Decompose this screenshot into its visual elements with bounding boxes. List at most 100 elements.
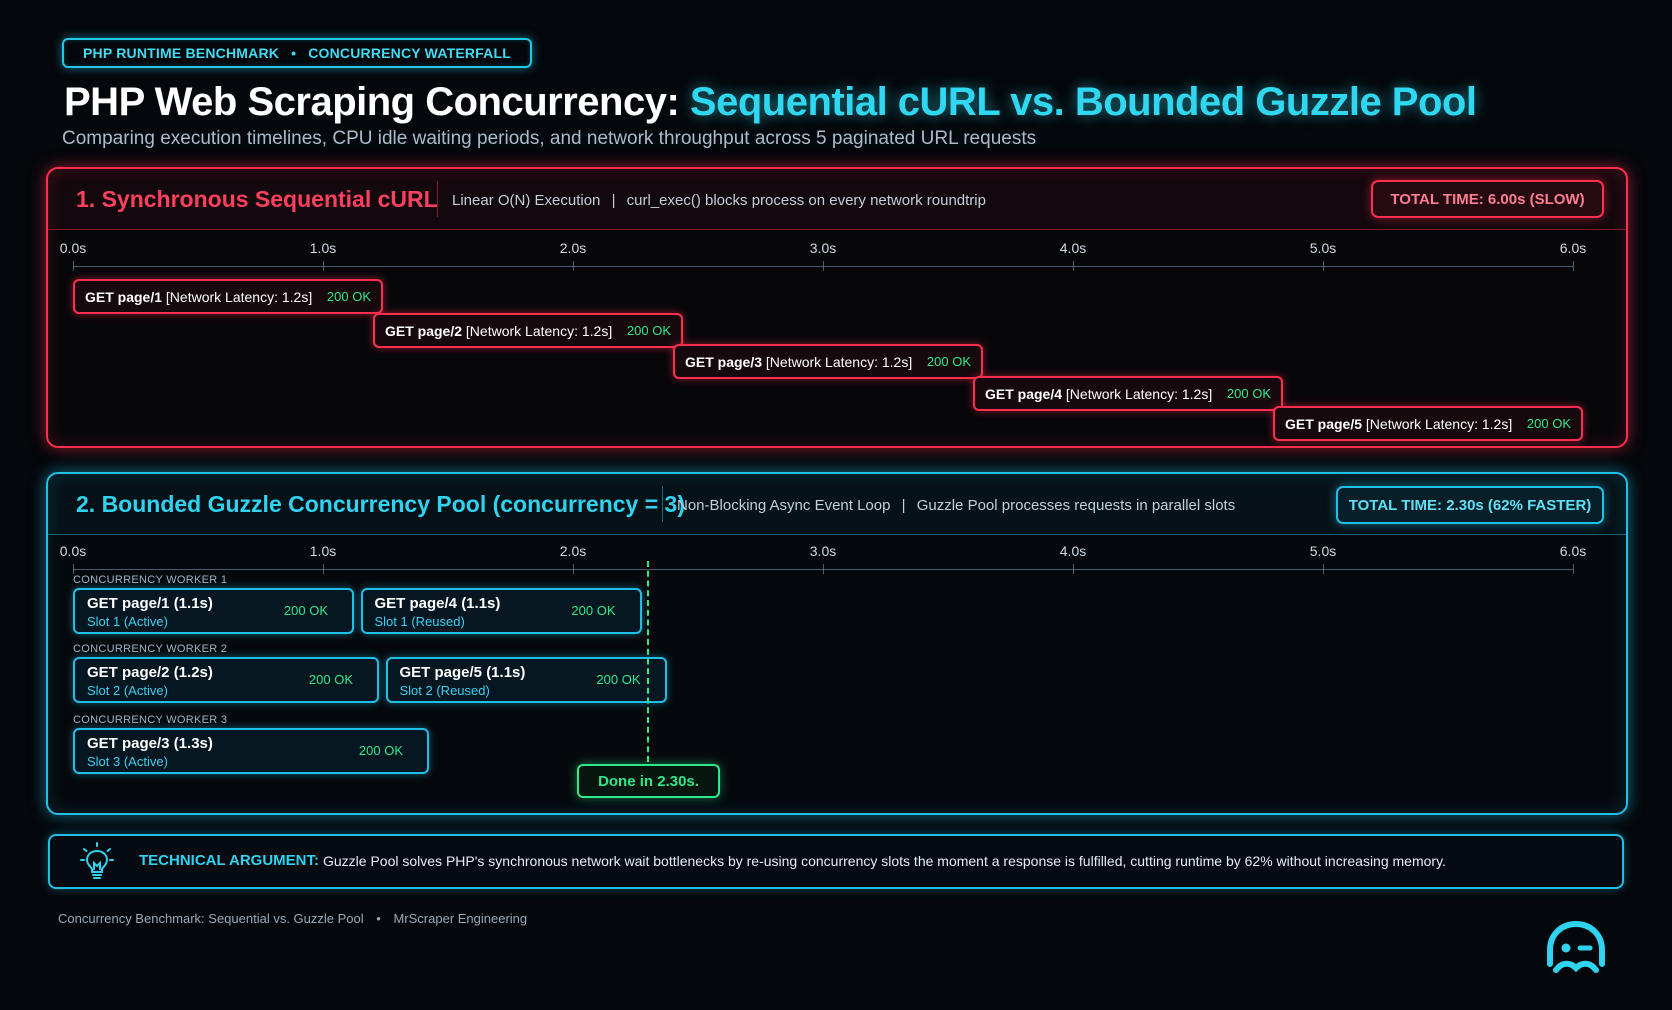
- pool-task-status: 200 OK: [358, 743, 403, 758]
- footer-right: MrScraper Engineering: [393, 911, 528, 926]
- pool-task-slot: Slot 1 (Active): [87, 614, 168, 629]
- pool-task-slot: Slot 1 (Reused): [374, 614, 465, 629]
- pool-task-status: 200 OK: [571, 603, 616, 618]
- pool-x-tick: [1073, 564, 1074, 574]
- pool-x-tick-label: 5.0s: [1309, 543, 1337, 559]
- sequential-task-bar: GET page/4 [Network Latency: 1.2s] 200 OK: [973, 376, 1283, 411]
- pool-worker-label: CONCURRENCY WORKER 3: [73, 714, 228, 726]
- sequential-task-status: 200 OK: [926, 354, 971, 369]
- pool-task-bar: GET page/4 (1.1s) Slot 1 (Reused) 200 OK: [360, 588, 642, 634]
- pool-task-status: 200 OK: [308, 672, 353, 687]
- pool-x-tick: [323, 564, 324, 574]
- sequential-task-label: GET page/3 [Network Latency: 1.2s]: [685, 354, 912, 370]
- sequential-x-tick: [1323, 261, 1324, 271]
- pool-x-tick-label: 6.0s: [1559, 543, 1587, 559]
- sequential-x-tick-label: 0.0s: [59, 240, 87, 256]
- sequential-task-status: 200 OK: [626, 323, 671, 338]
- sequential-x-tick: [1573, 261, 1574, 271]
- technical-argument-text: Guzzle Pool solves PHP's synchronous net…: [323, 853, 1446, 869]
- pool-task-slot: Slot 2 (Reused): [399, 683, 490, 698]
- sequential-task-label: GET page/1 [Network Latency: 1.2s]: [85, 289, 312, 305]
- header-tag-separator: •: [291, 45, 297, 61]
- header-tag: PHP RUNTIME BENCHMARK • CONCURRENCY WATE…: [62, 38, 532, 68]
- pool-task-slot: Slot 3 (Active): [87, 754, 168, 769]
- pool-task-slot: Slot 2 (Active): [87, 683, 168, 698]
- sequential-task-request: GET page/2: [385, 322, 463, 339]
- pool-task-label: GET page/4 (1.1s): [374, 595, 501, 612]
- sequential-x-tick-label: 1.0s: [309, 240, 337, 256]
- pool-task-bar: GET page/5 (1.1s) Slot 2 (Reused) 200 OK: [385, 657, 667, 703]
- pool-x-tick-label: 4.0s: [1059, 543, 1087, 559]
- pool-x-tick-label: 0.0s: [59, 543, 87, 559]
- sequential-task-bar: GET page/2 [Network Latency: 1.2s] 200 OK: [373, 313, 683, 348]
- pool-task-bar: GET page/2 (1.2s) Slot 2 (Active) 200 OK: [73, 657, 379, 703]
- pool-total-badge: TOTAL TIME: 2.30s (62% FASTER): [1336, 486, 1604, 524]
- sequential-desc-1: Linear O(N) Execution: [452, 192, 601, 209]
- pool-task-label: GET page/3 (1.3s): [87, 735, 213, 752]
- page-title-accent: Sequential cURL vs. Bounded Guzzle Pool: [689, 80, 1477, 124]
- sequential-x-tick-label: 3.0s: [809, 240, 837, 256]
- pool-worker-label: CONCURRENCY WORKER 2: [73, 643, 228, 655]
- pool-x-tick-label: 2.0s: [559, 543, 587, 559]
- pool-x-tick: [1573, 564, 1574, 574]
- pool-desc-1: Non-Blocking Async Event Loop: [677, 497, 891, 514]
- header-tag-left: PHP RUNTIME BENCHMARK: [83, 45, 280, 61]
- pool-x-tick: [73, 564, 74, 574]
- pool-task-bar: GET page/1 (1.1s) Slot 1 (Active) 200 OK: [73, 588, 354, 634]
- pool-task-status: 200 OK: [283, 603, 328, 618]
- technical-argument-box: [48, 834, 1624, 889]
- sequential-title: 1. Synchronous Sequential cURL: [76, 186, 438, 212]
- page-subtitle: Comparing execution timelines, CPU idle …: [62, 128, 1037, 149]
- sequential-x-tick-label: 6.0s: [1559, 240, 1587, 256]
- sequential-task-detail: [Network Latency: 1.2s]: [1362, 415, 1513, 432]
- pool-task-label: GET page/1 (1.1s): [87, 595, 213, 612]
- pool-x-tick-label: 1.0s: [309, 543, 337, 559]
- sequential-description: Linear O(N) Execution | curl_exec() bloc…: [452, 192, 986, 209]
- footer-left: Concurrency Benchmark: Sequential vs. Gu…: [58, 911, 364, 926]
- sequential-total-badge: TOTAL TIME: 6.00s (SLOW): [1371, 180, 1604, 218]
- lightbulb-icon: [80, 841, 114, 883]
- completion-marker-line: [647, 561, 649, 762]
- sequential-desc-sep: |: [611, 192, 616, 209]
- sequential-x-tick: [1073, 261, 1074, 271]
- sequential-task-request: GET page/3: [685, 353, 763, 370]
- sequential-task-label: GET page/4 [Network Latency: 1.2s]: [985, 386, 1212, 402]
- sequential-x-tick: [573, 261, 574, 271]
- completion-marker-label: Done in 2.30s.: [577, 764, 720, 798]
- page-title: PHP Web Scraping Concurrency: Sequential…: [64, 80, 1477, 125]
- pool-task-label: GET page/5 (1.1s): [399, 664, 526, 681]
- pool-panel-header: [48, 474, 1626, 535]
- sequential-x-tick: [73, 261, 74, 271]
- pool-x-tick: [1323, 564, 1324, 574]
- header-tag-right: CONCURRENCY WATERFALL: [308, 45, 511, 61]
- sequential-task-label: GET page/2 [Network Latency: 1.2s]: [385, 323, 612, 339]
- footer-separator: •: [376, 911, 381, 926]
- sequential-task-detail: [Network Latency: 1.2s]: [1062, 385, 1213, 402]
- sequential-task-status: 200 OK: [326, 289, 371, 304]
- pool-desc-2: Guzzle Pool processes requests in parall…: [916, 497, 1236, 514]
- pool-task-bar: GET page/3 (1.3s) Slot 3 (Active) 200 OK: [73, 728, 429, 774]
- technical-argument-label: TECHNICAL ARGUMENT:: [139, 852, 319, 869]
- pool-task-label: GET page/2 (1.2s): [87, 664, 213, 681]
- sequential-x-tick-label: 4.0s: [1059, 240, 1087, 256]
- sequential-task-request: GET page/1: [85, 288, 163, 305]
- sequential-x-tick-label: 5.0s: [1309, 240, 1337, 256]
- pool-worker-label: CONCURRENCY WORKER 1: [73, 574, 228, 586]
- pool-title: 2. Bounded Guzzle Concurrency Pool (conc…: [76, 491, 685, 517]
- pool-description: Non-Blocking Async Event Loop | Guzzle P…: [677, 497, 1235, 514]
- pool-desc-sep: |: [901, 497, 906, 514]
- mrscraper-logo-icon: [1542, 918, 1610, 982]
- sequential-task-status: 200 OK: [1226, 386, 1271, 401]
- pool-x-tick: [823, 564, 824, 574]
- pool-task-status: 200 OK: [596, 672, 641, 687]
- sequential-task-request: GET page/4: [985, 385, 1063, 402]
- sequential-panel-header: [48, 169, 1626, 230]
- sequential-task-bar: GET page/3 [Network Latency: 1.2s] 200 OK: [673, 344, 983, 379]
- sequential-x-tick: [823, 261, 824, 271]
- pool-x-tick-label: 3.0s: [809, 543, 837, 559]
- sequential-task-status: 200 OK: [1526, 416, 1571, 431]
- pool-x-tick: [573, 564, 574, 574]
- pool-title-divider: [662, 486, 663, 522]
- page-title-main: PHP Web Scraping Concurrency:: [64, 80, 680, 124]
- sequential-task-request: GET page/5: [1285, 415, 1363, 432]
